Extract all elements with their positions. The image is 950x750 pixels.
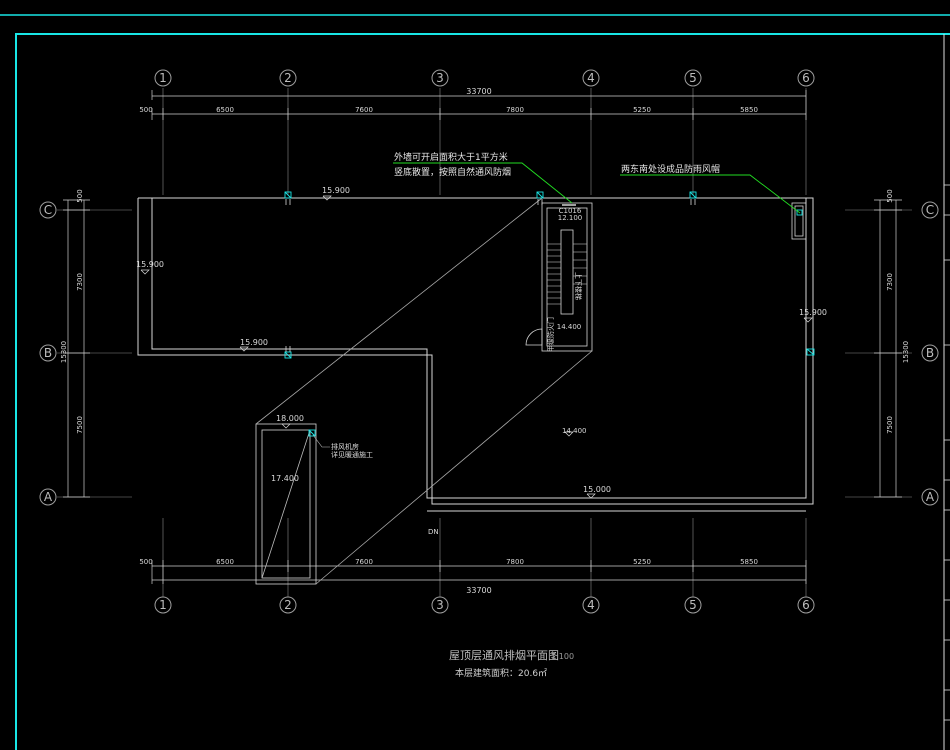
note-natural-ventilation: 竖底散置，按照自然通风防烟 <box>394 166 511 178</box>
top-overall-dim: 33700 <box>466 87 491 96</box>
axis-bottom-3: 3 <box>436 598 444 612</box>
floor-area-note: 本层建筑面积：20.6㎡ <box>455 667 547 679</box>
note-rain-cap: 两东南处设成品防雨风帽 <box>621 163 720 175</box>
stair-door-tag: C1016 <box>559 207 582 215</box>
bottom-dimensions <box>151 560 807 584</box>
elev-top: 15.900 <box>322 186 350 195</box>
axis-top-5: 5 <box>689 71 697 85</box>
axis-left-a: A <box>44 490 53 504</box>
bottom-overall-dim: 33700 <box>466 586 491 595</box>
axis-top-6: 6 <box>802 71 810 85</box>
right-total-dim: 15300 <box>902 341 910 363</box>
axis-bottom-1: 1 <box>159 598 167 612</box>
elevation-marks <box>140 195 813 499</box>
axis-bubble-labels: 1 2 3 4 5 6 1 2 3 4 5 6 C B A C B A <box>44 71 935 612</box>
axis-left-c: C <box>44 203 52 217</box>
left-span-mid: 7300 <box>76 273 84 291</box>
note-opening-area: 外墙可开启面积大于1平方米 <box>394 151 508 163</box>
left-span-bottom: 7500 <box>76 416 84 434</box>
axis-top-2: 2 <box>284 71 292 85</box>
axis-bottom-6: 6 <box>802 598 810 612</box>
bottom-span-4: 7800 <box>506 558 524 566</box>
axis-bubbles <box>39 69 939 614</box>
leader-lines <box>393 162 801 214</box>
right-span-top: 500 <box>886 189 894 202</box>
elev-lift-top: 18.000 <box>276 414 304 423</box>
right-dim-labels: 15300 500 7300 7500 <box>886 189 910 434</box>
elev-bottom: 15.000 <box>583 485 611 494</box>
note-vent-detail: 详见暖通施工 <box>331 450 373 459</box>
top-span-4: 7800 <box>506 106 524 114</box>
left-span-top: 500 <box>76 189 84 202</box>
elev-left: 15.900 <box>136 260 164 269</box>
right-span-mid: 7300 <box>886 273 894 291</box>
axis-right-a: A <box>926 490 935 504</box>
top-span-labels: 500 6500 7600 7800 5250 5850 <box>139 106 758 114</box>
axis-bottom-4: 4 <box>587 598 595 612</box>
top-dimensions <box>151 90 807 120</box>
side-dimensions <box>63 199 902 498</box>
elev-right: 15.900 <box>799 308 827 317</box>
left-total-dim: 15300 <box>60 341 68 363</box>
drawing-scale: 1:100 <box>551 652 574 661</box>
stair-side-label: 甲级防火门 <box>546 317 555 352</box>
elev-lift-inner: 17.400 <box>271 474 299 483</box>
axis-left-b: B <box>44 346 52 360</box>
right-span-bottom: 7500 <box>886 416 894 434</box>
vent-cap-right <box>791 202 807 240</box>
roof-outline <box>137 197 814 512</box>
top-span-2: 6500 <box>216 106 234 114</box>
stair-elevation: 14.400 <box>557 323 582 331</box>
axis-lines <box>57 88 912 597</box>
top-span-1: 500 <box>139 106 152 114</box>
axis-right-b: B <box>926 346 934 360</box>
axis-bottom-5: 5 <box>689 598 697 612</box>
diagonal-lines <box>255 197 593 585</box>
bottom-span-labels: 500 6500 7600 7800 5250 5850 <box>139 558 758 566</box>
vent-symbols <box>284 191 815 437</box>
lift-shaft <box>255 423 317 585</box>
left-dim-labels: 15300 500 7300 7500 <box>60 189 84 434</box>
top-span-6: 5850 <box>740 106 758 114</box>
elev-mid-left: 15.900 <box>240 338 268 347</box>
top-span-5: 5250 <box>633 106 651 114</box>
bottom-span-6: 5850 <box>740 558 758 566</box>
small-tag: DN <box>428 528 439 536</box>
stair-top-elevation: 12.100 <box>558 214 583 222</box>
leader-line-grey <box>312 434 330 448</box>
stair-core <box>525 202 593 352</box>
axis-bottom-2: 2 <box>284 598 292 612</box>
axis-top-1: 1 <box>159 71 167 85</box>
stair-label: 上下楼梯 <box>574 272 583 300</box>
note-vent-room: 排风机房 <box>331 442 359 451</box>
bottom-span-5: 5250 <box>633 558 651 566</box>
bottom-span-3: 7600 <box>355 558 373 566</box>
elev-roof: 14.400 <box>562 427 587 435</box>
drawing-title: 屋顶层通风排烟平面图 <box>449 648 559 662</box>
drawing-frame <box>0 14 950 750</box>
axis-right-c: C <box>926 203 934 217</box>
vent-ticks <box>285 199 696 352</box>
bottom-span-1: 500 <box>139 558 152 566</box>
bottom-span-2: 6500 <box>216 558 234 566</box>
axis-top-4: 4 <box>587 71 595 85</box>
top-span-3: 7600 <box>355 106 373 114</box>
axis-top-3: 3 <box>436 71 444 85</box>
